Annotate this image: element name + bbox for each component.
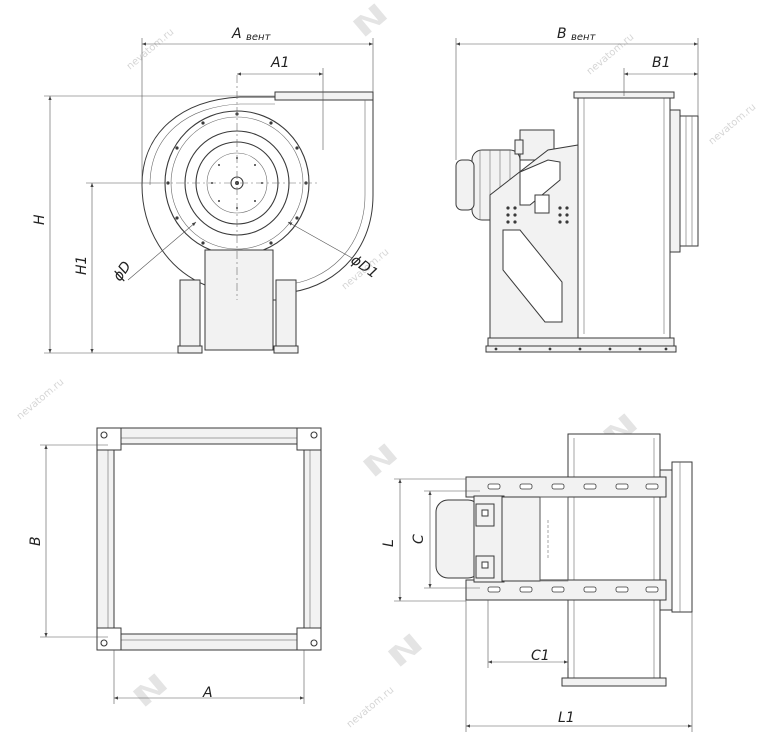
top-rail-lower [465, 579, 667, 601]
corner-brackets [96, 427, 322, 651]
outlet-flange-view: B A [28, 427, 322, 704]
top-view: L C C1 L1 [381, 433, 693, 732]
dim-b-label: B [28, 536, 44, 546]
left-leg [179, 279, 201, 353]
side-view: B вент B1 [455, 26, 699, 353]
watermark-text: nevatom.ru [345, 685, 396, 731]
watermark-logo [132, 673, 168, 707]
dim-l1-label: L1 [558, 710, 575, 726]
dim-a1-label: A1 [270, 55, 289, 71]
dim-c1-label: C1 [531, 648, 550, 664]
dim-c-label: C [411, 534, 427, 544]
dim-a-label: A [202, 685, 213, 701]
top-housing [567, 433, 661, 683]
dim-l-label: L [381, 539, 397, 547]
dim-b1-label: B1 [652, 55, 671, 71]
watermark-text: nevatom.ru [125, 27, 176, 73]
watermark-logo [352, 3, 388, 37]
motor-fan-cap [455, 159, 475, 211]
right-leg [275, 279, 297, 353]
top-outlet-flange [671, 461, 693, 613]
dim-phi-d-label: ϕD [110, 259, 135, 285]
side-housing [577, 93, 671, 339]
top-bearing-block [501, 496, 541, 582]
dim-h-label: H [32, 214, 48, 225]
dim-b-vent-sub: вент [571, 32, 597, 43]
outlet-opening [113, 443, 305, 635]
base-plate [487, 337, 675, 347]
side-outlet-flange [669, 109, 681, 253]
frame-bolts [506, 206, 569, 224]
watermark-logo [387, 633, 423, 667]
rail-slots [487, 483, 659, 593]
support-frame [204, 249, 274, 351]
dim-b-vent-label: B [557, 26, 567, 42]
scroll-housing [141, 96, 374, 301]
top-motor [435, 499, 481, 579]
dim-a-vent-sub: вент [246, 32, 272, 43]
dim-h1-label: H1 [74, 256, 90, 275]
outlet-flange-top [274, 91, 374, 101]
watermark-text: nevatom.ru [707, 102, 757, 148]
dim-a-vent-label: A [231, 26, 242, 42]
watermark-text: nevatom.ru [15, 377, 66, 423]
watermark-logo [362, 443, 398, 477]
front-view: A вент A1 H H1 ϕD ϕD1 [32, 26, 381, 354]
